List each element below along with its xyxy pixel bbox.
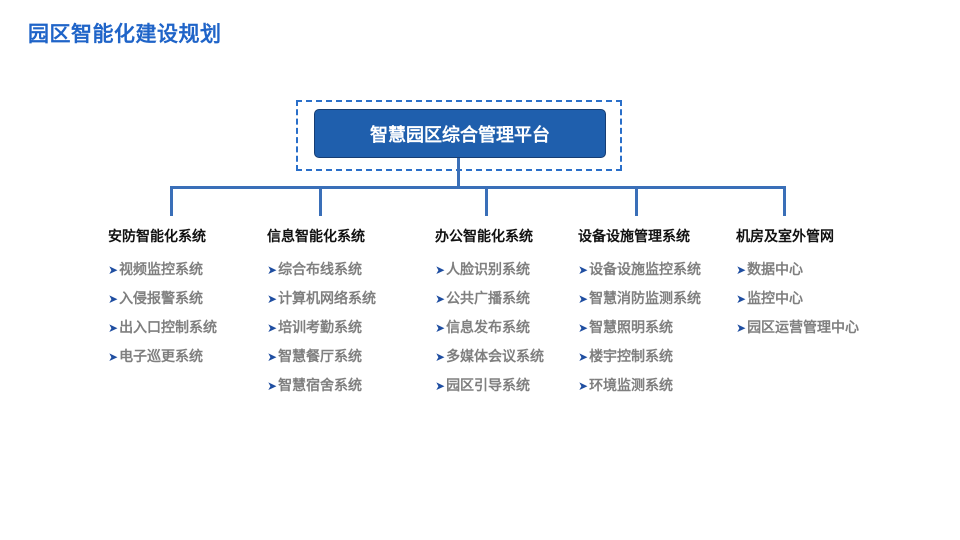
connector-branch	[485, 186, 488, 216]
list-item-label: 视频监控系统	[119, 261, 204, 278]
column-title: 安防智能化系统	[108, 229, 206, 245]
list-item: ➤视频监控系统	[108, 255, 217, 284]
list-item-label: 人脸识别系统	[446, 261, 531, 278]
list-item-label: 公共广播系统	[446, 290, 531, 307]
list-item: ➤设备设施监控系统	[578, 255, 701, 284]
list-item: ➤入侵报警系统	[108, 284, 217, 313]
list-item-label: 信息发布系统	[446, 319, 531, 336]
connector-bus	[170, 186, 786, 189]
list-item-label: 出入口控制系统	[119, 319, 218, 336]
list-item-label: 培训考勤系统	[278, 319, 363, 336]
arrow-bullet-icon: ➤	[435, 349, 446, 364]
list-item: ➤计算机网络系统	[267, 284, 376, 313]
list-item: ➤多媒体会议系统	[435, 342, 544, 371]
arrow-bullet-icon: ➤	[435, 378, 446, 393]
list-item-label: 智慧餐厅系统	[278, 348, 363, 365]
list-item: ➤信息发布系统	[435, 313, 544, 342]
list-item: ➤电子巡更系统	[108, 342, 217, 371]
root-node-label: 智慧园区综合管理平台	[370, 124, 550, 146]
arrow-bullet-icon: ➤	[736, 262, 747, 277]
column-title: 办公智能化系统	[435, 229, 533, 245]
arrow-bullet-icon: ➤	[736, 291, 747, 306]
arrow-bullet-icon: ➤	[578, 320, 589, 335]
list-item-label: 监控中心	[747, 290, 804, 307]
list-item-label: 电子巡更系统	[119, 348, 204, 365]
connector-branch	[319, 186, 322, 216]
list-item: ➤公共广播系统	[435, 284, 544, 313]
list-item: ➤智慧消防监测系统	[578, 284, 701, 313]
column-title: 设备设施管理系统	[578, 229, 690, 245]
list-item-label: 智慧消防监测系统	[589, 290, 702, 307]
arrow-bullet-icon: ➤	[578, 291, 589, 306]
page-title: 园区智能化建设规划	[28, 22, 222, 46]
arrow-bullet-icon: ➤	[267, 378, 278, 393]
list-item: ➤楼宇控制系统	[578, 342, 701, 371]
arrow-bullet-icon: ➤	[435, 262, 446, 277]
column-title: 机房及室外管网	[736, 229, 834, 245]
system-column: 办公智能化系统 ➤人脸识别系统 ➤公共广播系统 ➤信息发布系统 ➤多媒体会议系统…	[435, 226, 544, 400]
list-item: ➤数据中心	[736, 255, 859, 284]
arrow-bullet-icon: ➤	[267, 349, 278, 364]
list-item-label: 楼宇控制系统	[589, 348, 674, 365]
list-item: ➤园区引导系统	[435, 371, 544, 400]
arrow-bullet-icon: ➤	[736, 320, 747, 335]
list-item-label: 环境监测系统	[589, 377, 674, 394]
arrow-bullet-icon: ➤	[267, 262, 278, 277]
connector-trunk	[457, 158, 460, 188]
list-item: ➤环境监测系统	[578, 371, 701, 400]
connector-branch	[635, 186, 638, 216]
arrow-bullet-icon: ➤	[267, 320, 278, 335]
arrow-bullet-icon: ➤	[578, 378, 589, 393]
list-item-label: 园区运营管理中心	[747, 319, 860, 336]
arrow-bullet-icon: ➤	[267, 291, 278, 306]
arrow-bullet-icon: ➤	[578, 349, 589, 364]
arrow-bullet-icon: ➤	[108, 262, 119, 277]
list-item: ➤园区运营管理中心	[736, 313, 859, 342]
list-item: ➤智慧照明系统	[578, 313, 701, 342]
root-node: 智慧园区综合管理平台	[314, 109, 606, 158]
list-item-label: 计算机网络系统	[278, 290, 377, 307]
list-item-label: 综合布线系统	[278, 261, 363, 278]
list-item-label: 智慧照明系统	[589, 319, 674, 336]
arrow-bullet-icon: ➤	[108, 320, 119, 335]
list-item-label: 智慧宿舍系统	[278, 377, 363, 394]
list-item-label: 多媒体会议系统	[446, 348, 545, 365]
connector-branch	[170, 186, 173, 216]
list-item: ➤智慧宿舍系统	[267, 371, 376, 400]
list-item: ➤综合布线系统	[267, 255, 376, 284]
system-column: 机房及室外管网 ➤数据中心 ➤监控中心 ➤园区运营管理中心	[736, 226, 859, 342]
connector-branch	[783, 186, 786, 216]
arrow-bullet-icon: ➤	[108, 291, 119, 306]
list-item-label: 设备设施监控系统	[589, 261, 702, 278]
list-item-label: 园区引导系统	[446, 377, 531, 394]
arrow-bullet-icon: ➤	[435, 291, 446, 306]
system-column: 信息智能化系统 ➤综合布线系统 ➤计算机网络系统 ➤培训考勤系统 ➤智慧餐厅系统…	[267, 226, 376, 400]
arrow-bullet-icon: ➤	[578, 262, 589, 277]
list-item-label: 入侵报警系统	[119, 290, 204, 307]
list-item: ➤智慧餐厅系统	[267, 342, 376, 371]
system-column: 设备设施管理系统 ➤设备设施监控系统 ➤智慧消防监测系统 ➤智慧照明系统 ➤楼宇…	[578, 226, 701, 400]
system-column: 安防智能化系统 ➤视频监控系统 ➤入侵报警系统 ➤出入口控制系统 ➤电子巡更系统	[108, 226, 217, 371]
list-item: ➤监控中心	[736, 284, 859, 313]
list-item: ➤人脸识别系统	[435, 255, 544, 284]
arrow-bullet-icon: ➤	[435, 320, 446, 335]
list-item-label: 数据中心	[747, 261, 804, 278]
list-item: ➤出入口控制系统	[108, 313, 217, 342]
column-title: 信息智能化系统	[267, 229, 365, 245]
list-item: ➤培训考勤系统	[267, 313, 376, 342]
arrow-bullet-icon: ➤	[108, 349, 119, 364]
